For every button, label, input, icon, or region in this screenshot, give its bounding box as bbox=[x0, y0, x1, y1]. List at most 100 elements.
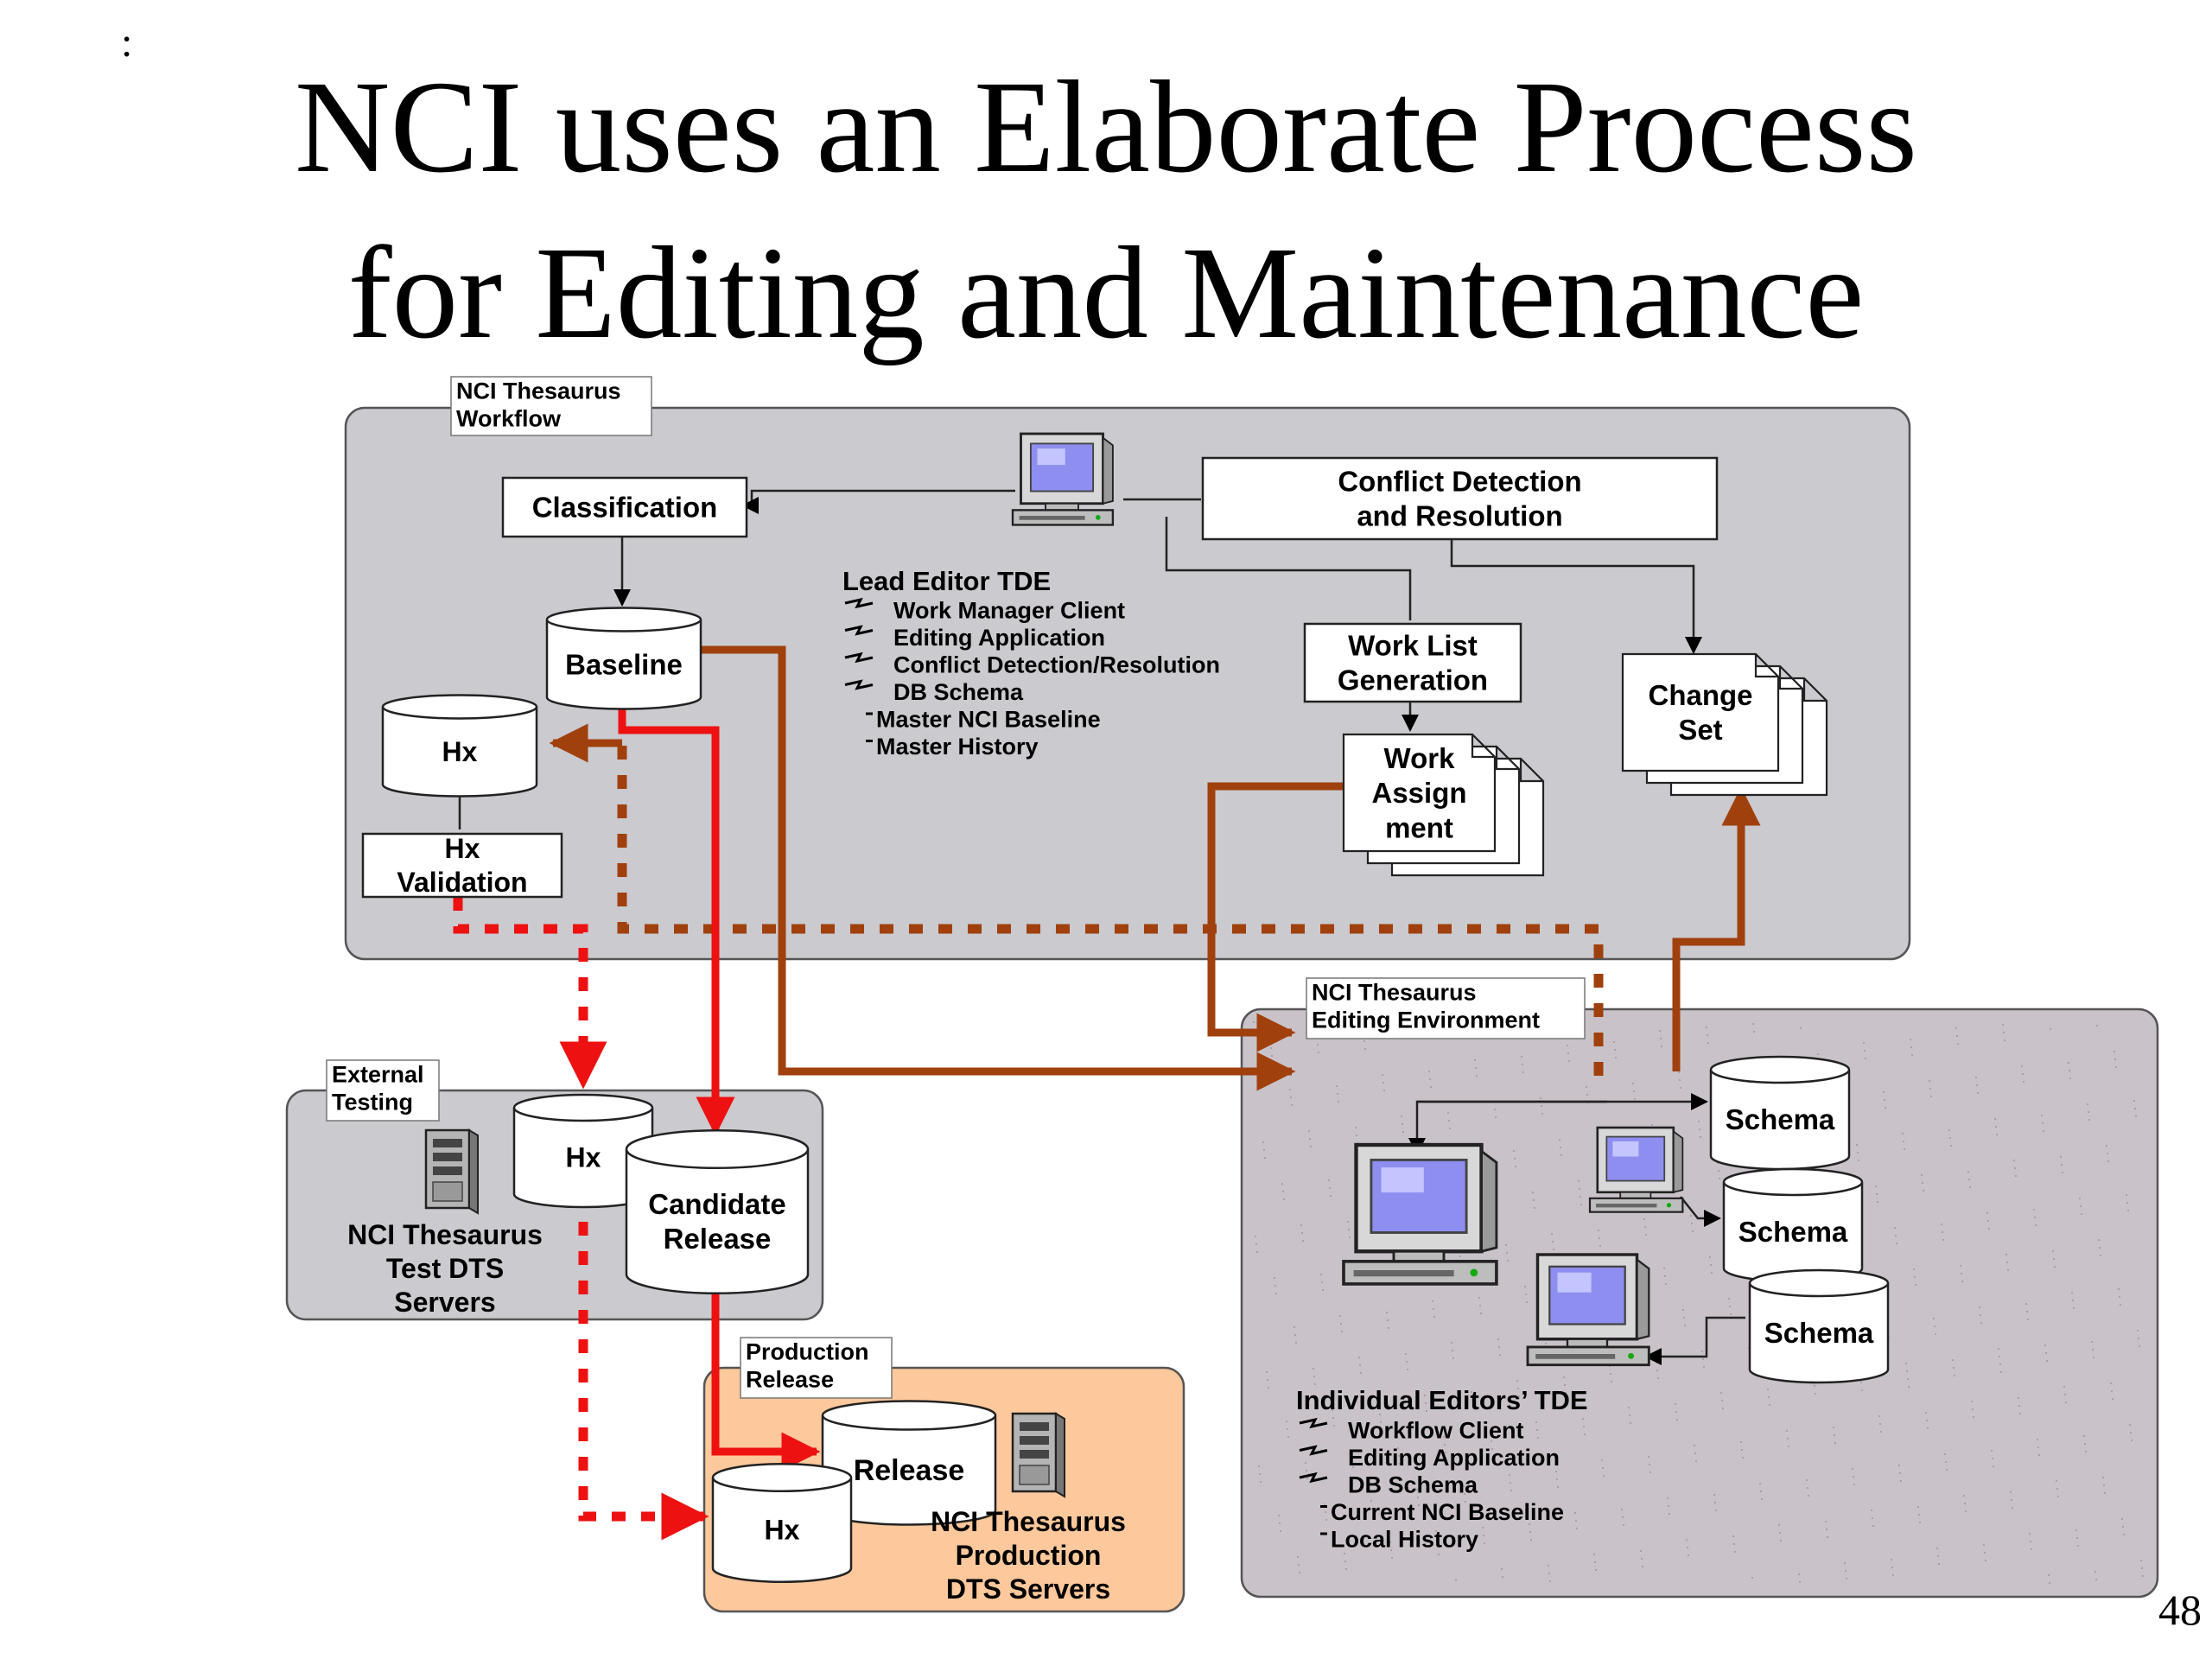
texture-dot bbox=[1995, 1126, 1997, 1128]
texture-dot bbox=[1345, 1568, 1347, 1570]
texture-dot bbox=[1601, 1459, 1603, 1461]
texture-dot bbox=[1949, 1137, 1951, 1139]
texture-dot bbox=[2120, 1304, 2121, 1306]
texture-dot bbox=[2103, 1484, 2105, 1486]
texture-dot bbox=[2095, 1579, 2097, 1580]
texture-dot bbox=[2094, 1571, 2096, 1573]
texture-dot bbox=[1447, 1112, 1449, 1114]
external-testing-tag-box bbox=[326, 1059, 440, 1122]
texture-dot bbox=[1806, 1479, 1808, 1481]
texture-dot bbox=[1872, 1525, 1874, 1527]
texture-dot bbox=[1961, 1273, 1962, 1274]
texture-dot bbox=[1845, 1570, 1847, 1572]
texture-dot bbox=[1580, 1204, 1582, 1205]
texture-dot bbox=[1942, 1231, 1943, 1233]
texture-dot bbox=[1406, 1361, 1408, 1363]
texture-dot bbox=[1814, 1385, 1815, 1387]
texture-dot bbox=[1986, 1212, 1988, 1214]
texture-dot bbox=[1922, 1182, 1923, 1184]
texture-dot bbox=[1352, 1466, 1354, 1468]
texture-dot bbox=[1548, 1573, 1550, 1574]
texture-dot bbox=[1516, 1380, 1518, 1382]
release-db-label: Release bbox=[854, 1454, 965, 1487]
texture-dot bbox=[1788, 1446, 1789, 1447]
texture-dot bbox=[1895, 1235, 1897, 1236]
texture-dot bbox=[1594, 1561, 1596, 1563]
texture-dot bbox=[1807, 1487, 1808, 1489]
texture-dot bbox=[1582, 1418, 1584, 1420]
texture-dot bbox=[1476, 1075, 1478, 1077]
test-server-icon bbox=[424, 1128, 479, 1215]
texture-dot bbox=[1941, 1224, 1942, 1225]
texture-dot bbox=[1560, 1154, 1562, 1156]
texture-dot bbox=[1780, 1540, 1782, 1541]
texture-dot bbox=[1659, 1030, 1661, 1032]
texture-dot bbox=[2025, 1303, 2027, 1305]
texture-dot bbox=[1402, 1123, 1403, 1125]
texture-dot bbox=[1914, 1276, 1916, 1278]
texture-dot bbox=[1497, 1338, 1499, 1340]
texture-dot bbox=[1904, 1148, 1905, 1150]
baseline-to-editing-flow bbox=[697, 645, 1296, 1091]
texture-dot bbox=[1694, 1445, 1695, 1446]
texture-dot bbox=[1535, 1421, 1537, 1423]
texture-dot bbox=[2062, 1172, 2063, 1173]
texture-dot bbox=[1980, 1322, 1982, 1324]
texture-dot bbox=[2037, 1439, 2038, 1440]
texture-dot bbox=[1778, 1524, 1780, 1526]
texture-dot bbox=[1324, 1503, 1325, 1505]
individual-editors-heading: Individual Editors’ TDE bbox=[1296, 1385, 1588, 1415]
texture-dot bbox=[1517, 1388, 1519, 1389]
texture-dot bbox=[2111, 1390, 2113, 1392]
texture-dot bbox=[1598, 1230, 1599, 1231]
texture-dot bbox=[2139, 1345, 2140, 1347]
texture-dot bbox=[2003, 1032, 2005, 1033]
texture-dot bbox=[1435, 1530, 1437, 1532]
texture-dot bbox=[1699, 1128, 1700, 1130]
texture-dot bbox=[2037, 1446, 2039, 1448]
texture-dot bbox=[1382, 1074, 1383, 1076]
texture-dot bbox=[1919, 1522, 1921, 1523]
texture-dot bbox=[2006, 1262, 2008, 1263]
texture-dot bbox=[1333, 1425, 1335, 1427]
texture-dot bbox=[2045, 1352, 2047, 1354]
texture-dot bbox=[1936, 1548, 1938, 1549]
texture-dot bbox=[2133, 1100, 2135, 1102]
texture-dot bbox=[1286, 1421, 1287, 1422]
texture-dot bbox=[1259, 1473, 1261, 1475]
texture-dot bbox=[2141, 1567, 2143, 1569]
texture-dot bbox=[1430, 1086, 1432, 1088]
production-release-tag-box bbox=[740, 1337, 893, 1399]
texture-dot bbox=[1452, 1350, 1453, 1351]
texture-dot bbox=[1971, 1401, 1973, 1402]
texture-dot bbox=[2019, 1413, 2021, 1414]
bullet-arrow-icon bbox=[1299, 1445, 1328, 1456]
texture-dot bbox=[1313, 1368, 1314, 1370]
texture-dot bbox=[2046, 1360, 2048, 1362]
texture-dot bbox=[1999, 1356, 2000, 1357]
texture-dot bbox=[1306, 1478, 1308, 1479]
texture-dot bbox=[2081, 1213, 2082, 1215]
texture-dot bbox=[2041, 1115, 2043, 1116]
texture-dot bbox=[2069, 1070, 2070, 1071]
texture-dot bbox=[1509, 1474, 1510, 1476]
texture-dot bbox=[1545, 1343, 1547, 1344]
schema-db-1-label: Schema bbox=[1726, 1103, 1835, 1135]
texture-dot bbox=[2115, 1066, 2117, 1068]
texture-dot bbox=[1445, 1452, 1446, 1453]
texture-dot bbox=[2057, 1496, 2059, 1497]
texture-dot bbox=[1322, 1289, 1324, 1291]
texture-dot bbox=[1586, 1094, 1588, 1096]
texture-dot bbox=[2018, 1397, 2019, 1399]
texture-dot bbox=[1751, 1577, 1753, 1579]
lead-editor-item: Work Manager Client bbox=[893, 597, 1125, 623]
texture-dot bbox=[1661, 1046, 1662, 1047]
texture-dot bbox=[1328, 1179, 1330, 1181]
texture-dot bbox=[1436, 1538, 1438, 1540]
texture-dot bbox=[1449, 1128, 1451, 1129]
texture-dot bbox=[1905, 1363, 1907, 1364]
texture-dot bbox=[1720, 1392, 1722, 1394]
texture-dot bbox=[2007, 1269, 2009, 1271]
